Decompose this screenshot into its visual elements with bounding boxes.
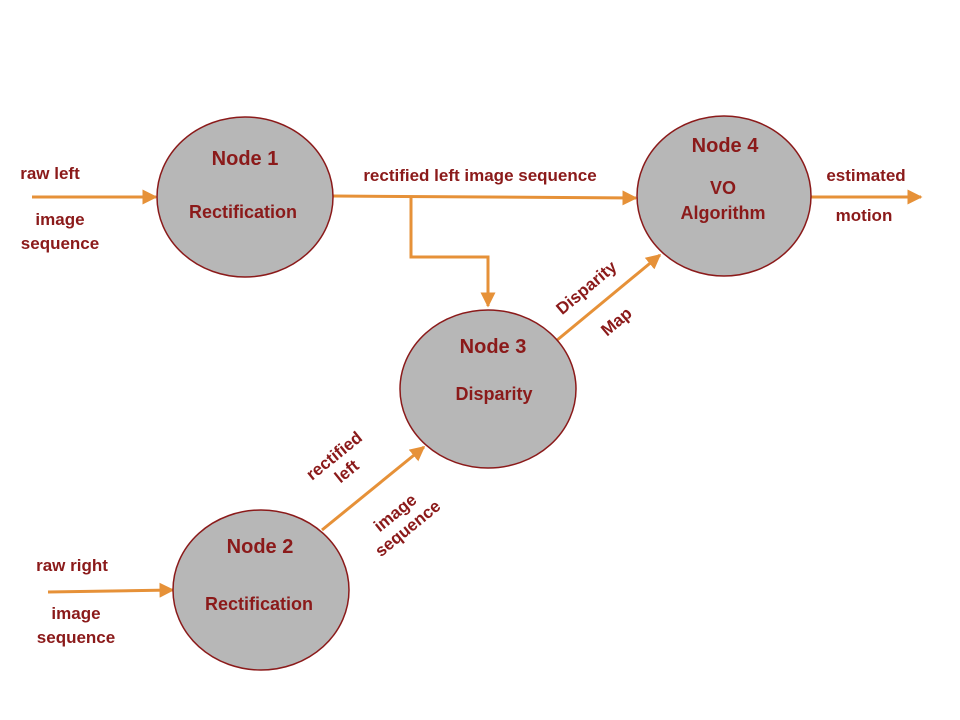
- node3-subtitle: Disparity: [455, 384, 532, 404]
- node3: Node 3 Disparity: [399, 309, 577, 469]
- raw-left-label-line3: sequence: [21, 234, 99, 253]
- estimated-label: estimated: [826, 166, 905, 185]
- node3-title: Node 3: [460, 336, 527, 358]
- node1-title: Node 1: [212, 148, 279, 170]
- node1: Node 1 Rectification: [156, 116, 334, 278]
- arrow-node1-to-node4: [332, 190, 638, 206]
- arrow-raw-right-to-node2: [47, 582, 175, 598]
- node4-title: Node 4: [692, 135, 760, 157]
- raw-right-label: raw right: [36, 556, 108, 575]
- motion-label: motion: [836, 206, 893, 225]
- raw-right-label-line2: image: [51, 604, 100, 623]
- arrow-node3-to-node4: [555, 253, 662, 343]
- node1-circle: [156, 116, 334, 278]
- disparity-map-label-line1: Disparity: [552, 257, 620, 319]
- node4-circle: [636, 115, 812, 277]
- node1-subtitle: Rectification: [189, 202, 297, 222]
- node2-title: Node 2: [227, 536, 294, 558]
- raw-left-label-line2: image: [35, 210, 84, 229]
- rectified-left-label-group: rectified left: [303, 428, 366, 487]
- image-sequence-label-group: image sequence: [370, 490, 444, 560]
- node2-subtitle: Rectification: [205, 594, 313, 614]
- node2: Node 2 Rectification: [172, 509, 350, 671]
- raw-right-label-line3: sequence: [37, 628, 115, 647]
- node4-line1: VO: [710, 178, 736, 198]
- node2-circle: [172, 509, 350, 671]
- arrow-branch-to-node3: [409, 196, 496, 308]
- disparity-map-label-line2: Map: [597, 304, 635, 340]
- node4: Node 4 VO Algorithm: [636, 115, 812, 277]
- node3-circle: [399, 309, 577, 469]
- rectified-left-sequence-label: rectified left image sequence: [363, 166, 596, 185]
- arrow-node2-to-node3: [321, 445, 426, 532]
- node4-line2: Algorithm: [681, 203, 766, 223]
- raw-left-label: raw left: [20, 164, 80, 183]
